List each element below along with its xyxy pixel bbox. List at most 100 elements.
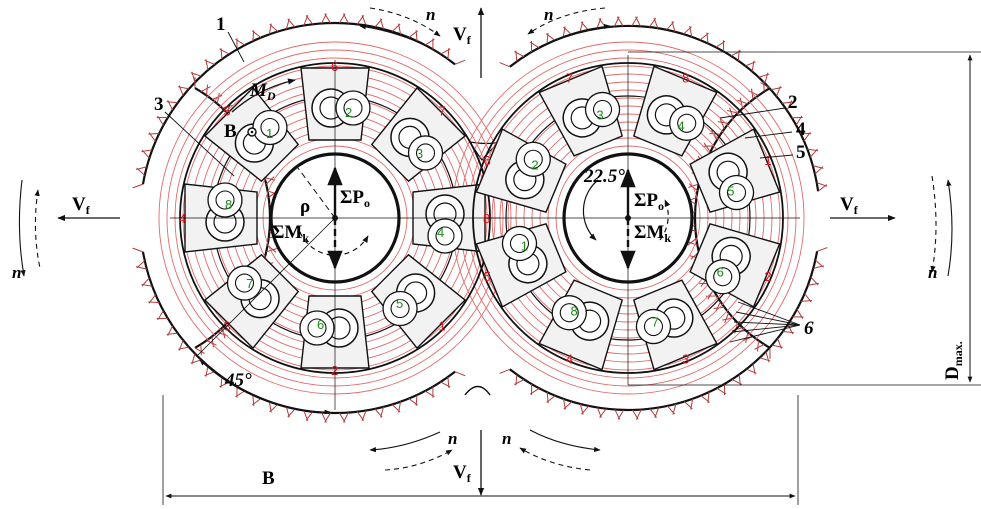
cutter-disc-secondary — [584, 91, 621, 128]
cutter-hub-secondary — [260, 117, 280, 138]
cutter-number-green: 2 — [531, 158, 538, 173]
cutter-number-green: 3 — [596, 108, 603, 123]
cutter-disc-secondary — [226, 265, 263, 301]
cutter-number-red: 4 — [566, 351, 573, 366]
cutter-holder — [475, 128, 567, 214]
label-part-6: 6 — [804, 318, 814, 339]
cutter-disc-secondary — [407, 135, 444, 171]
cutter-number-red: 8 — [682, 71, 689, 86]
dimension-width — [162, 395, 799, 505]
cutter-number-red: 3 — [682, 351, 689, 366]
cutter-disc-secondary — [252, 109, 288, 146]
right-force-arrows — [582, 168, 671, 270]
cutter-hub-secondary — [726, 182, 747, 203]
label-angle-22: 22.5° — [583, 166, 625, 187]
cutter-hub-secondary — [523, 149, 543, 169]
label-rotation-bottom-right: n — [502, 429, 511, 448]
label-angle-45: 45° — [224, 370, 252, 391]
label-part-2: 2 — [788, 92, 798, 113]
cutter-hub-secondary — [343, 98, 363, 118]
cutter-hub-secondary — [592, 99, 613, 120]
cutter-number-green: 8 — [571, 304, 578, 319]
cutter-disc-secondary — [207, 182, 243, 218]
cutter-number-red: 7 — [438, 104, 445, 119]
label-sum-m-left: ΣMk — [272, 222, 309, 245]
angle-45-mark — [197, 217, 336, 415]
cutter-number-red: 1 — [764, 153, 771, 168]
cutter-holder — [300, 67, 371, 141]
leader-lines — [164, 31, 801, 343]
cutter-number-green: 6 — [317, 317, 324, 332]
label-part-1: 1 — [216, 14, 226, 35]
contour-right-bottom — [499, 247, 828, 420]
text-labels: 1 2 3 4 5 6 MD B ρ ΣPo ΣMk ΣPo ΣMk 22.5°… — [12, 5, 965, 489]
cutter-number-green: 4 — [677, 118, 684, 133]
label-feed-top: Vf — [453, 24, 472, 47]
cutter-hub-secondary — [415, 143, 436, 163]
cutter-number-green: 6 — [717, 264, 724, 279]
cutter-number-red: 2 — [764, 269, 771, 284]
label-rotation-bottom-left: n — [448, 429, 457, 448]
label-feed-bottom: Vf — [453, 462, 472, 485]
cutter-holder — [299, 295, 370, 369]
cutter-number-green: 1 — [266, 126, 273, 141]
cutter-hub-secondary — [215, 190, 235, 210]
cutter-disc-secondary — [515, 141, 551, 177]
cutter-number-green: 5 — [727, 183, 734, 198]
cutter-disc-secondary — [705, 259, 741, 295]
cutter-holder — [689, 222, 781, 308]
cutter-number-green: 5 — [396, 296, 403, 311]
cutter-number-red: 5 — [484, 269, 491, 284]
cutter-disc-secondary — [299, 310, 335, 346]
cutter-hub-secondary — [509, 233, 530, 254]
cutter-number-red: 6 — [331, 59, 338, 74]
cutter-number-green: 2 — [345, 105, 352, 120]
label-part-3: 3 — [154, 94, 164, 115]
label-feed-left: Vf — [72, 194, 91, 217]
cutter-hub-secondary — [559, 303, 579, 323]
cutter-number-red: 2 — [331, 363, 338, 378]
cutter-number-red: 1 — [438, 318, 445, 333]
cutter-number-red: 4 — [179, 211, 186, 226]
label-width-b: B — [262, 468, 275, 489]
cutter-hub-secondary — [435, 226, 455, 246]
left-force-arrows — [297, 166, 369, 270]
contour-left-top — [132, 13, 466, 189]
label-moment-md: MD — [249, 80, 276, 103]
dimension-diameter — [628, 51, 981, 386]
cutter-holder — [184, 182, 258, 253]
cutter-disc-secondary — [501, 225, 538, 262]
cutter-hub-secondary — [307, 318, 327, 338]
cutter-holder — [632, 65, 718, 157]
cutter-hub-secondary — [234, 273, 255, 293]
cutter-number-green: 4 — [437, 225, 444, 240]
cutter-holder — [689, 128, 781, 214]
label-rho: ρ — [300, 196, 310, 217]
label-rotation-top-left: n — [426, 5, 435, 24]
cutter-number-green: 3 — [416, 146, 423, 161]
cutter-hub-secondary — [713, 267, 733, 287]
label-part-5: 5 — [796, 142, 806, 163]
cutter-number-red: 8 — [483, 211, 490, 226]
cutter-number-red: 6 — [484, 153, 491, 168]
label-rotation-top-right: n — [544, 5, 553, 24]
cutter-holder — [475, 222, 567, 308]
cutter-number-red: 7 — [566, 71, 573, 86]
label-diameter: Dmax. — [942, 341, 965, 380]
drive-moment-arrow — [231, 78, 296, 137]
label-rotation-left: n — [12, 263, 21, 282]
label-sum-m-right: ΣMk — [634, 222, 671, 245]
cutter-hub-secondary — [390, 298, 410, 319]
label-sum-p-right: ΣPo — [634, 190, 664, 213]
cutter-disc-secondary — [635, 308, 672, 345]
cutter-number-green: 8 — [225, 197, 232, 212]
cutter-holder — [538, 65, 624, 157]
cutter-disc-secondary — [718, 174, 755, 211]
label-feed-right: Vf — [840, 194, 859, 217]
bottom-cusp — [464, 385, 491, 396]
cutter-holder — [538, 279, 624, 371]
cutter-hub-secondary — [677, 113, 697, 133]
cutter-number-red: 5 — [224, 104, 231, 119]
